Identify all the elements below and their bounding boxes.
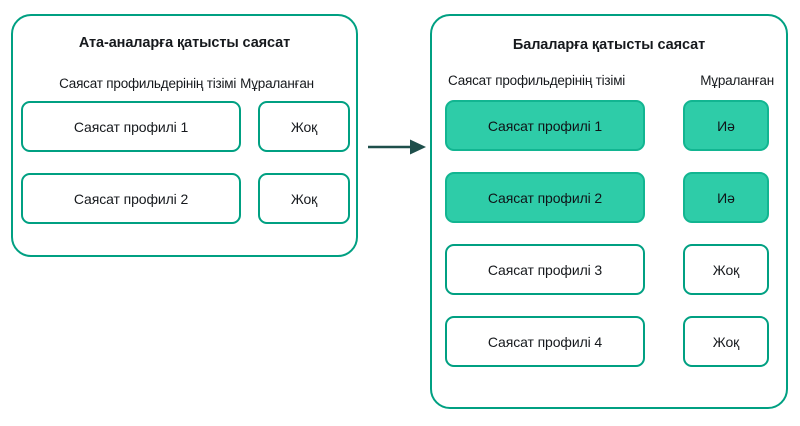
table-row: Саясат профилі 2 Иә: [432, 172, 786, 223]
table-row: Саясат профилі 1 Иә: [432, 100, 786, 151]
child-policy-panel-title: Балаларға қатысты саясат: [512, 37, 706, 53]
inherited-status-chip[interactable]: Жоқ: [258, 101, 350, 152]
parent-policy-column-headers: Саясат профильдерінің тізімі Мұраланған: [21, 76, 352, 92]
policy-profile-chip[interactable]: Саясат профилі 1: [21, 101, 242, 152]
table-row: Саясат профилі 3 Жоқ: [432, 244, 786, 295]
table-row: Саясат профилі 2 Жоқ: [13, 173, 356, 224]
child-policy-panel: Балаларға қатысты саясат Саясат профильд…: [430, 14, 788, 409]
column-header-profiles: Саясат профильдерінің тізімі: [59, 76, 237, 91]
policy-profile-chip[interactable]: Саясат профилі 3: [445, 244, 645, 295]
table-row: Саясат профилі 1 Жоқ: [13, 101, 356, 152]
policy-profile-chip[interactable]: Саясат профилі 1: [445, 100, 645, 151]
column-header-inherited: Мұраланған: [240, 76, 314, 91]
inherited-status-chip[interactable]: Иә: [683, 172, 769, 223]
parent-policy-panel: Ата-аналарға қатысты саясат Саясат профи…: [11, 14, 358, 257]
inherited-status-chip[interactable]: Жоқ: [683, 316, 769, 367]
policy-profile-chip[interactable]: Саясат профилі 2: [21, 173, 242, 224]
table-row: Саясат профилі 4 Жоқ: [432, 316, 786, 367]
inheritance-arrow-icon: [368, 139, 426, 155]
column-header-inherited: Мұраланған: [700, 73, 774, 88]
policy-profile-chip[interactable]: Саясат профилі 4: [445, 316, 645, 367]
parent-policy-panel-title: Ата-аналарға қатысты саясат: [78, 35, 291, 51]
inherited-status-chip[interactable]: Жоқ: [258, 173, 350, 224]
child-policy-column-headers: Саясат профильдерінің тізімі Мұраланған: [448, 73, 774, 89]
column-header-profiles: Саясат профильдерінің тізімі: [448, 73, 626, 88]
inherited-status-chip[interactable]: Жоқ: [683, 244, 769, 295]
child-policy-rows: Саясат профилі 1 Иә Саясат профилі 2 Иә …: [432, 100, 786, 367]
inherited-status-chip[interactable]: Иә: [683, 100, 769, 151]
policy-profile-chip[interactable]: Саясат профилі 2: [445, 172, 645, 223]
parent-policy-rows: Саясат профилі 1 Жоқ Саясат профилі 2 Жо…: [13, 101, 356, 224]
